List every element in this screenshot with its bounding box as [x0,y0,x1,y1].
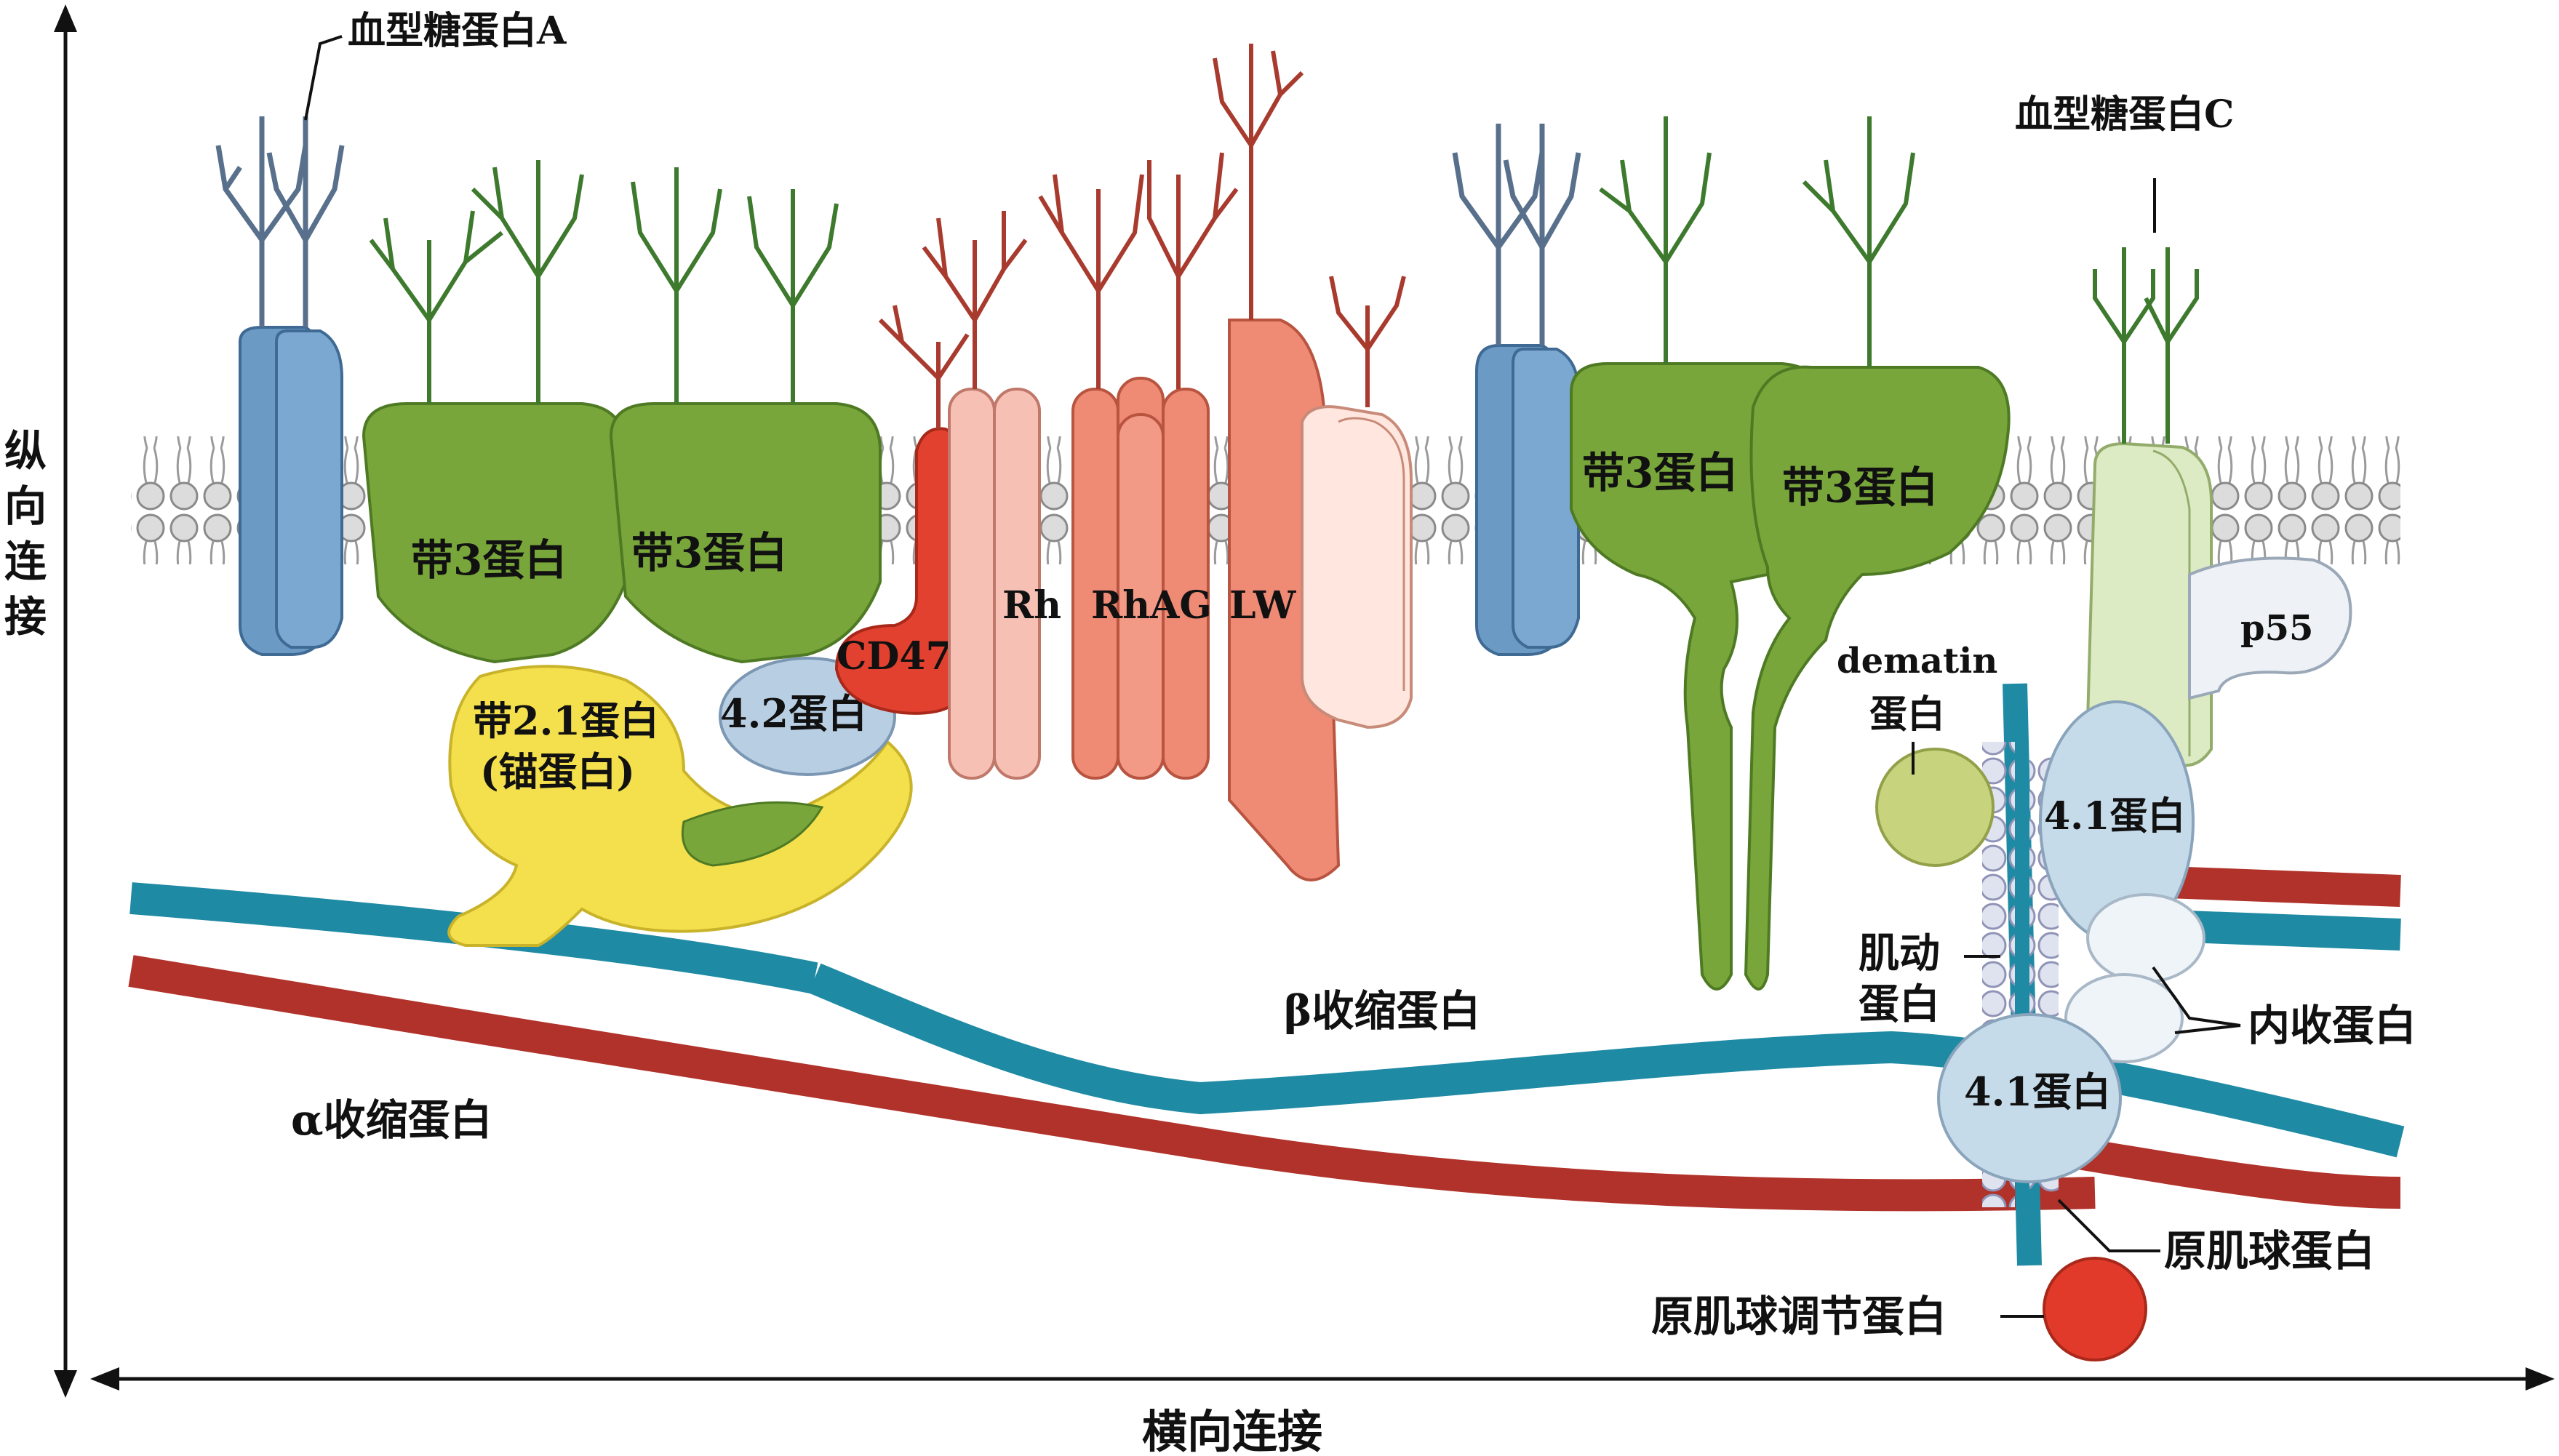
adducin-protein [2064,893,2205,1063]
vertical-axis [54,4,77,1398]
cd47-label: CD47 [837,634,952,679]
protein-4-1-bottom [1937,1013,2122,1183]
glycan-chain [215,116,308,327]
beta-spectrin-strand [808,963,2405,1158]
p55-protein [2188,556,2352,700]
glycophorin-c-label: 血型糖蛋白C [2015,92,2234,137]
glycan-chain [471,160,584,404]
rhag-label: RhAG [1091,583,1212,628]
vertical-label-char: 接 [4,592,47,641]
alpha-spectrin-label: α收缩蛋白 [291,1095,492,1145]
band3-pair-left [362,160,882,664]
actin-label-line2: 蛋白 [1859,980,1940,1028]
glycan-chain [1213,44,1304,320]
tropomodulin-protein [2043,1257,2147,1361]
vertical-label-char: 纵 [4,426,47,476]
band3-pair-right [1570,116,2011,991]
glycophorin-right [1452,124,1581,656]
glycan-chain [266,116,345,327]
alpha-spectrin-strand [128,955,2096,1212]
tropomyosin-label: 原肌球蛋白 [2164,1226,2375,1276]
actin-label-line1: 肌动 [1859,929,1940,977]
glycan-chain [631,167,722,404]
tropomyosin-leader [2057,1199,2160,1252]
glycan-chain [1802,116,1915,367]
glycan-chain [1329,276,1406,407]
beta-spectrin-label: β收缩蛋白 [1284,986,1481,1036]
band3-label-4: 带3蛋白 [1782,463,1938,512]
glycan-chain [1452,124,1545,345]
adducin-label: 内收蛋白 [2248,1001,2416,1050]
glycan-chain [747,189,839,404]
glycan-chain [2093,247,2155,444]
rhag-protein [1038,152,1239,780]
rh-protein [922,211,1041,780]
band3-label-3: 带3蛋白 [1582,448,1738,497]
horizontal-axis-label: 横向连接 [1142,1405,1322,1456]
glycan-chain [1599,116,1712,364]
glycan-chain [369,210,503,404]
protein-4-2-label: 4.2蛋白 [720,690,867,737]
tropomodulin-label: 原肌球调节蛋白 [1651,1292,1947,1341]
adducin-leader [2152,966,2241,1034]
glycan-chain [1147,152,1239,389]
ankyrin-label-line1: 带2.1蛋白 [473,697,659,744]
lw-outer-domain [1301,276,1413,729]
horizontal-axis [90,1367,2555,1391]
vertical-label-char: 向 [4,481,47,531]
band3-label-1: 带3蛋白 [411,535,567,585]
glycophorin-a [215,116,345,656]
glycan-chain [2144,247,2199,444]
dematin-label-line1: dematin [1837,641,1997,681]
ankyrin-protein [447,665,913,947]
glycophorin-a-leader [304,35,343,121]
rh-label: Rh [1002,583,1061,628]
dematin-protein [1875,748,1995,867]
glycan-chain [922,211,1028,389]
glycophorin-c [2085,247,2213,767]
protein-4-1-bottom-label: 4.1蛋白 [1964,1068,2111,1115]
vertical-axis-label: 纵 向 连 接 [4,426,47,641]
glycan-chain [878,305,970,429]
lw-label: LW [1229,583,1297,628]
band3-label-2: 带3蛋白 [631,528,787,577]
protein-4-1-top-label: 4.1蛋白 [2044,794,2185,839]
glycophorin-a-label: 血型糖蛋白A [348,9,567,53]
ankyrin-label-line2: (锚蛋白) [480,748,635,795]
p55-label: p55 [2240,608,2313,649]
vertical-label-char: 连 [4,537,47,586]
glycan-chain [1503,124,1581,345]
glycan-chain [1038,174,1144,389]
dematin-label-line2: 蛋白 [1869,692,1945,737]
